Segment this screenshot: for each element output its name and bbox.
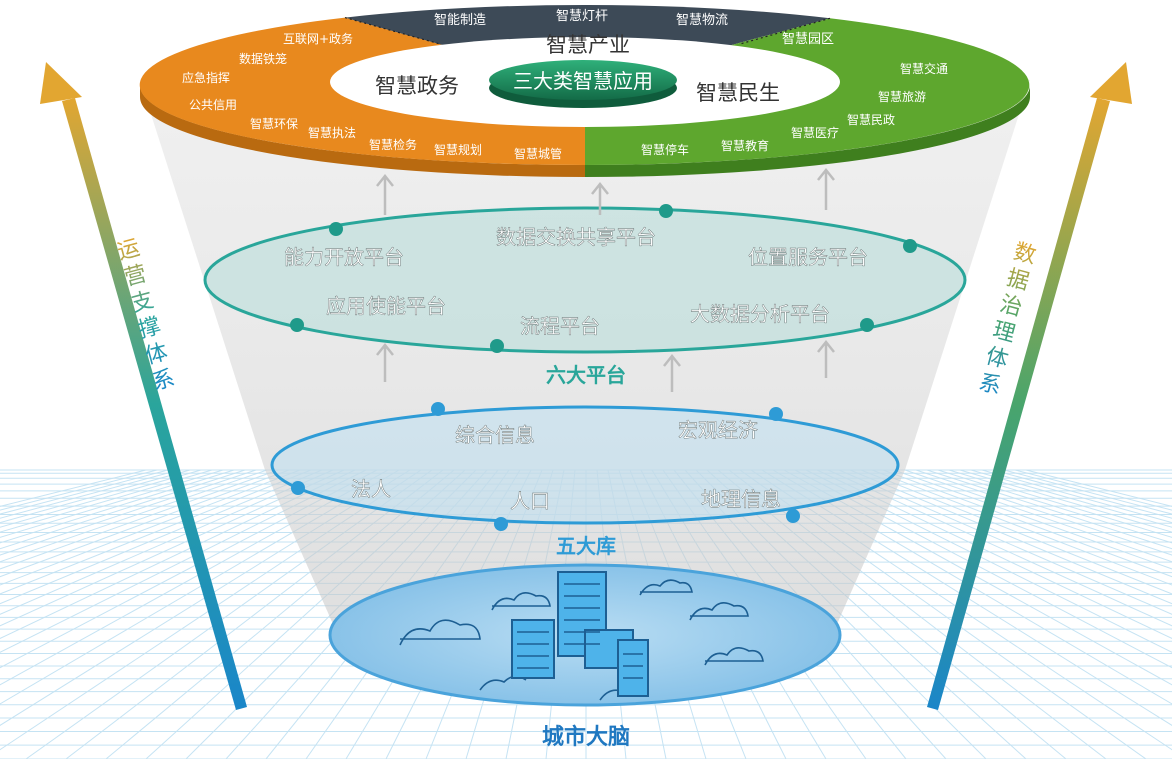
livelihood-item: 智慧医疗 bbox=[791, 125, 839, 140]
city-brain-layer bbox=[328, 563, 842, 707]
disc-edge-government bbox=[140, 85, 585, 177]
ring-node bbox=[860, 318, 874, 332]
government-item: 数据铁笼 bbox=[239, 51, 287, 66]
disc-edge-livelihood bbox=[585, 85, 1030, 177]
up-arrow-icon bbox=[591, 181, 609, 215]
database-item: 法人 bbox=[351, 477, 391, 501]
industry-item: 智慧园区 bbox=[782, 31, 834, 47]
platform-item: 流程平台 bbox=[520, 314, 600, 338]
industry-item: 智能制造 bbox=[434, 13, 486, 28]
sector-title-livelihood: 智慧民生 bbox=[696, 81, 780, 105]
ring-node bbox=[659, 204, 673, 218]
database-item: 宏观经济 bbox=[678, 418, 758, 442]
databases-title: 五大库 bbox=[556, 534, 616, 558]
left-arrow-head bbox=[40, 62, 82, 104]
platform-texts: 能力开放平台 数据交换共享平台 位置服务平台 应用使能平台 流程平台 大数据分析… bbox=[284, 225, 868, 338]
up-arrow-icon bbox=[817, 167, 835, 210]
database-nodes bbox=[291, 402, 800, 531]
up-arrow-icon bbox=[376, 173, 394, 215]
platform-item: 应用使能平台 bbox=[326, 294, 446, 318]
government-texts: 互联网+政务 数据铁笼 应急指挥 公共信用 智慧环保 智慧执法 智慧检务 智慧规… bbox=[182, 31, 562, 161]
industry-texts: 智能制造 智慧灯杆 智慧物流 智慧园区 bbox=[434, 8, 834, 47]
government-item: 互联网+政务 bbox=[283, 31, 353, 46]
livelihood-item: 智慧交通 bbox=[900, 61, 948, 76]
sector-title-industry: 智慧产业 bbox=[546, 33, 630, 57]
center-label: 三大类智慧应用 bbox=[513, 69, 653, 93]
cloud-icon bbox=[704, 647, 764, 666]
cloud-icon bbox=[689, 602, 749, 621]
side-arrow-left bbox=[40, 62, 247, 710]
livelihood-texts: 智慧交通 智慧旅游 智慧民政 智慧医疗 智慧教育 智慧停车 bbox=[641, 61, 948, 157]
sector-title-government: 智慧政务 bbox=[375, 74, 459, 98]
livelihood-item: 智慧民政 bbox=[847, 112, 895, 127]
cloud-icon bbox=[491, 592, 551, 611]
industry-item: 智慧灯杆 bbox=[556, 8, 608, 24]
ring-node bbox=[494, 517, 508, 531]
government-item: 应急指挥 bbox=[182, 70, 230, 85]
ring-node bbox=[490, 339, 504, 353]
ring-node bbox=[329, 222, 343, 236]
ring-node bbox=[290, 318, 304, 332]
right-arrow-head bbox=[1090, 62, 1132, 104]
database-ring bbox=[270, 405, 900, 525]
server-unit-icon bbox=[617, 639, 649, 697]
left-arrow-shaft bbox=[62, 98, 247, 710]
platforms-title: 六大平台 bbox=[546, 363, 626, 387]
ring-node bbox=[431, 402, 445, 416]
server-rack-icon bbox=[511, 619, 555, 679]
platform-layer bbox=[203, 204, 967, 354]
center-pill bbox=[489, 60, 677, 100]
database-item: 人口 bbox=[510, 489, 550, 513]
right-arrow-shaft bbox=[927, 98, 1110, 710]
livelihood-item: 智慧旅游 bbox=[878, 89, 926, 104]
platform-item: 数据交换共享平台 bbox=[496, 225, 656, 249]
cloud-icon bbox=[399, 619, 481, 646]
ring-node bbox=[903, 239, 917, 253]
database-texts: 综合信息 宏观经济 法人 人口 地理信息 bbox=[351, 418, 781, 513]
ring-node bbox=[786, 509, 800, 523]
ring-node bbox=[291, 481, 305, 495]
database-layer bbox=[270, 402, 900, 531]
server-icons bbox=[511, 571, 649, 697]
platform-item: 大数据分析平台 bbox=[690, 302, 830, 326]
industry-item: 智慧物流 bbox=[676, 12, 728, 28]
up-arrow-icon bbox=[663, 353, 681, 392]
government-item: 智慧执法 bbox=[308, 125, 356, 140]
government-item: 公共信用 bbox=[189, 98, 237, 112]
city-brain-title: 城市大脑 bbox=[542, 724, 630, 750]
platform-item: 位置服务平台 bbox=[748, 245, 868, 269]
database-item: 地理信息 bbox=[701, 487, 781, 511]
side-arrow-right bbox=[927, 62, 1132, 710]
ring-node bbox=[769, 407, 783, 421]
up-arrow-icon bbox=[817, 339, 835, 378]
up-arrow-icon bbox=[376, 342, 394, 382]
government-item: 智慧检务 bbox=[369, 137, 417, 152]
divider-dotted bbox=[344, 17, 441, 45]
government-item: 智慧规划 bbox=[434, 142, 482, 157]
cloud-icon bbox=[639, 579, 693, 596]
divider-dotted bbox=[739, 17, 831, 45]
government-item: 智慧城管 bbox=[514, 146, 562, 161]
livelihood-item: 智慧教育 bbox=[721, 138, 769, 153]
platform-item: 能力开放平台 bbox=[284, 245, 404, 269]
platform-nodes bbox=[290, 204, 917, 353]
government-item: 智慧环保 bbox=[250, 116, 298, 131]
database-item: 综合信息 bbox=[455, 423, 535, 447]
applications-layer bbox=[139, 5, 1030, 177]
operations-support-label: 运营支撑体系 bbox=[115, 235, 178, 395]
flow-arrows bbox=[376, 167, 835, 392]
sector-titles: 智慧产业 智慧政务 智慧民生 bbox=[375, 33, 780, 105]
platform-ring bbox=[203, 206, 967, 354]
livelihood-item: 智慧停车 bbox=[641, 142, 689, 157]
